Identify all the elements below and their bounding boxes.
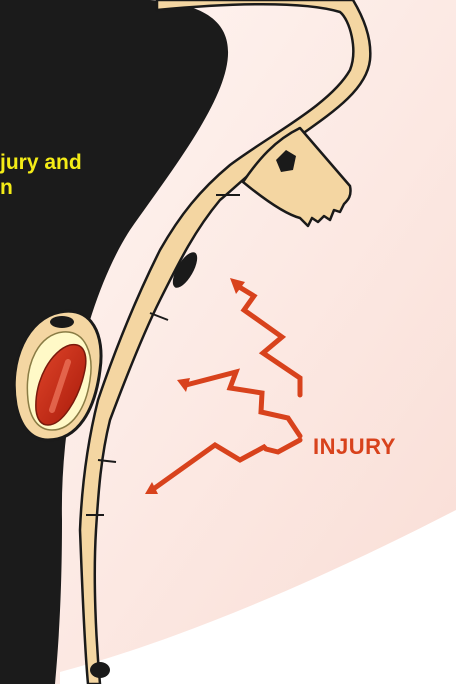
injury-label: INJURY	[313, 434, 396, 460]
diagram-title: jury and n	[0, 150, 160, 200]
